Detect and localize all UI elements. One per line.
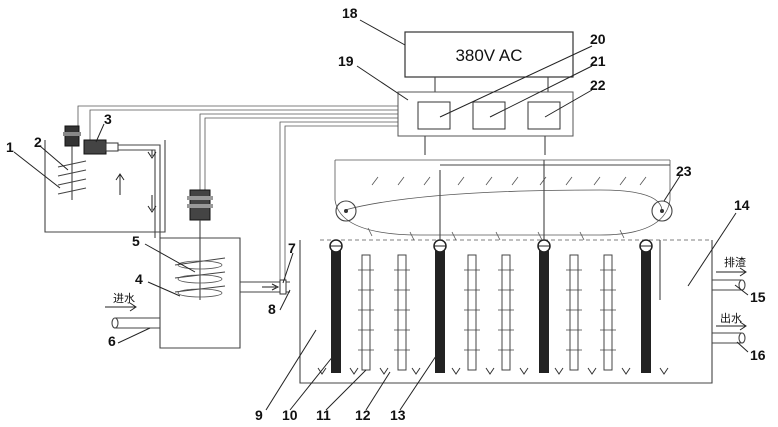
electrode-dark-1 (329, 239, 343, 373)
control-cables (77, 105, 398, 285)
part-number-2: 2 (34, 134, 42, 150)
part-number-labels: 1 2 3 4 5 6 7 8 9 10 11 12 13 14 15 16 1… (6, 5, 766, 423)
electrode-dark-4 (639, 239, 653, 373)
part-number-9: 9 (255, 407, 263, 423)
part-number-1: 1 (6, 139, 14, 155)
part-number-8: 8 (268, 301, 276, 317)
electrode-dark-3 (537, 160, 551, 373)
electrode-dark-2 (433, 170, 447, 373)
control-module-20 (417, 101, 451, 130)
part-number-4: 4 (135, 271, 143, 287)
control-module-21 (472, 101, 506, 130)
control-module-22 (527, 101, 561, 130)
slag-outlet-label: 排渣 (724, 255, 746, 269)
part-number-6: 6 (108, 333, 116, 349)
part-number-21: 21 (590, 53, 606, 69)
part-number-5: 5 (132, 233, 140, 249)
part-number-7: 7 (288, 240, 296, 256)
part-number-3: 3 (104, 111, 112, 127)
water-outlet-label: 出水 (720, 311, 742, 325)
mixing-tank (159, 189, 241, 349)
part-number-12: 12 (355, 407, 371, 423)
connecting-pipe (240, 279, 290, 295)
water-inlet-pipe: 进水 (105, 292, 160, 329)
dosing-tank (44, 125, 166, 238)
part-number-22: 22 (590, 77, 606, 93)
part-number-14: 14 (734, 197, 750, 213)
electrodes (317, 160, 669, 375)
part-number-11: 11 (316, 407, 331, 423)
leader-lines (13, 19, 749, 411)
power-supply-label: 380V AC (455, 46, 522, 65)
control-cabinet (397, 91, 574, 137)
part-number-16: 16 (750, 347, 766, 363)
part-number-10: 10 (282, 407, 298, 423)
power-supply-box: 380V AC (404, 31, 574, 78)
scraper-conveyor (334, 159, 673, 241)
part-number-23: 23 (676, 163, 692, 179)
part-number-19: 19 (338, 53, 354, 69)
inlet-label: 进水 (113, 292, 135, 305)
part-number-13: 13 (390, 407, 406, 423)
reaction-tank: 排渣 出水 (299, 239, 747, 384)
part-number-18: 18 (342, 5, 358, 21)
part-number-15: 15 (750, 289, 766, 305)
part-number-20: 20 (590, 31, 606, 47)
